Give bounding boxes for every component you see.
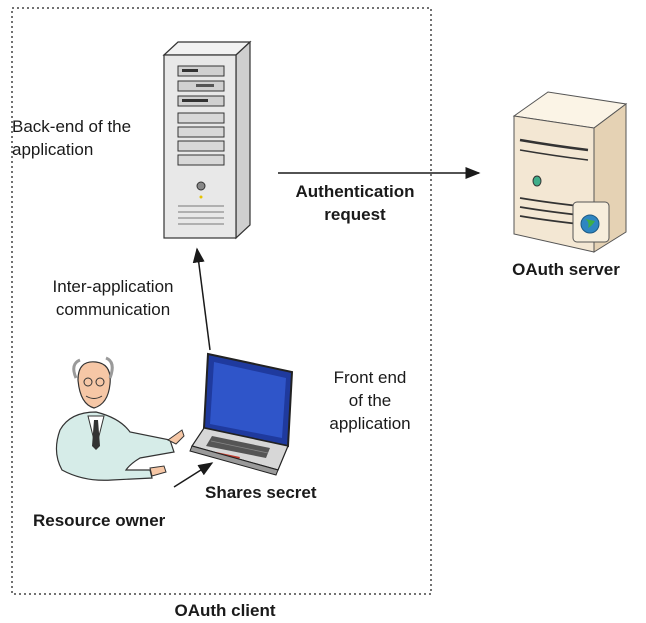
shares-secret-arrow bbox=[173, 462, 214, 488]
oauth-client-label: OAuth client bbox=[174, 601, 276, 620]
inter-application-label: Inter-application communication bbox=[18, 275, 208, 321]
laptop-icon bbox=[189, 352, 294, 476]
server-tower-icon bbox=[162, 40, 252, 240]
authentication-request-label: Authentication request bbox=[270, 180, 440, 226]
inter-application-arrow bbox=[192, 247, 211, 351]
inter-label-line2: communication bbox=[55, 300, 171, 319]
front-label-line1: Front end bbox=[333, 368, 407, 387]
front-end-label: Front end of the application bbox=[314, 366, 426, 435]
front-label-line3: application bbox=[329, 414, 411, 433]
backend-label-line2: application bbox=[12, 140, 94, 159]
backend-label: Back-end of the application bbox=[12, 115, 131, 161]
oauth-server-icon bbox=[512, 91, 628, 253]
front-label-line2: of the bbox=[348, 391, 392, 410]
shares-secret-label: Shares secret bbox=[205, 483, 317, 502]
auth-label-line1: Authentication bbox=[295, 182, 415, 201]
resource-owner-label: Resource owner bbox=[33, 511, 166, 530]
inter-label-line1: Inter-application bbox=[52, 277, 174, 296]
backend-label-line1: Back-end of the bbox=[12, 117, 132, 136]
oauth-server-label: OAuth server bbox=[512, 260, 620, 279]
person-icon bbox=[55, 356, 185, 481]
auth-label-line2: request bbox=[324, 205, 386, 224]
oauth-client-boundary bbox=[11, 7, 432, 595]
